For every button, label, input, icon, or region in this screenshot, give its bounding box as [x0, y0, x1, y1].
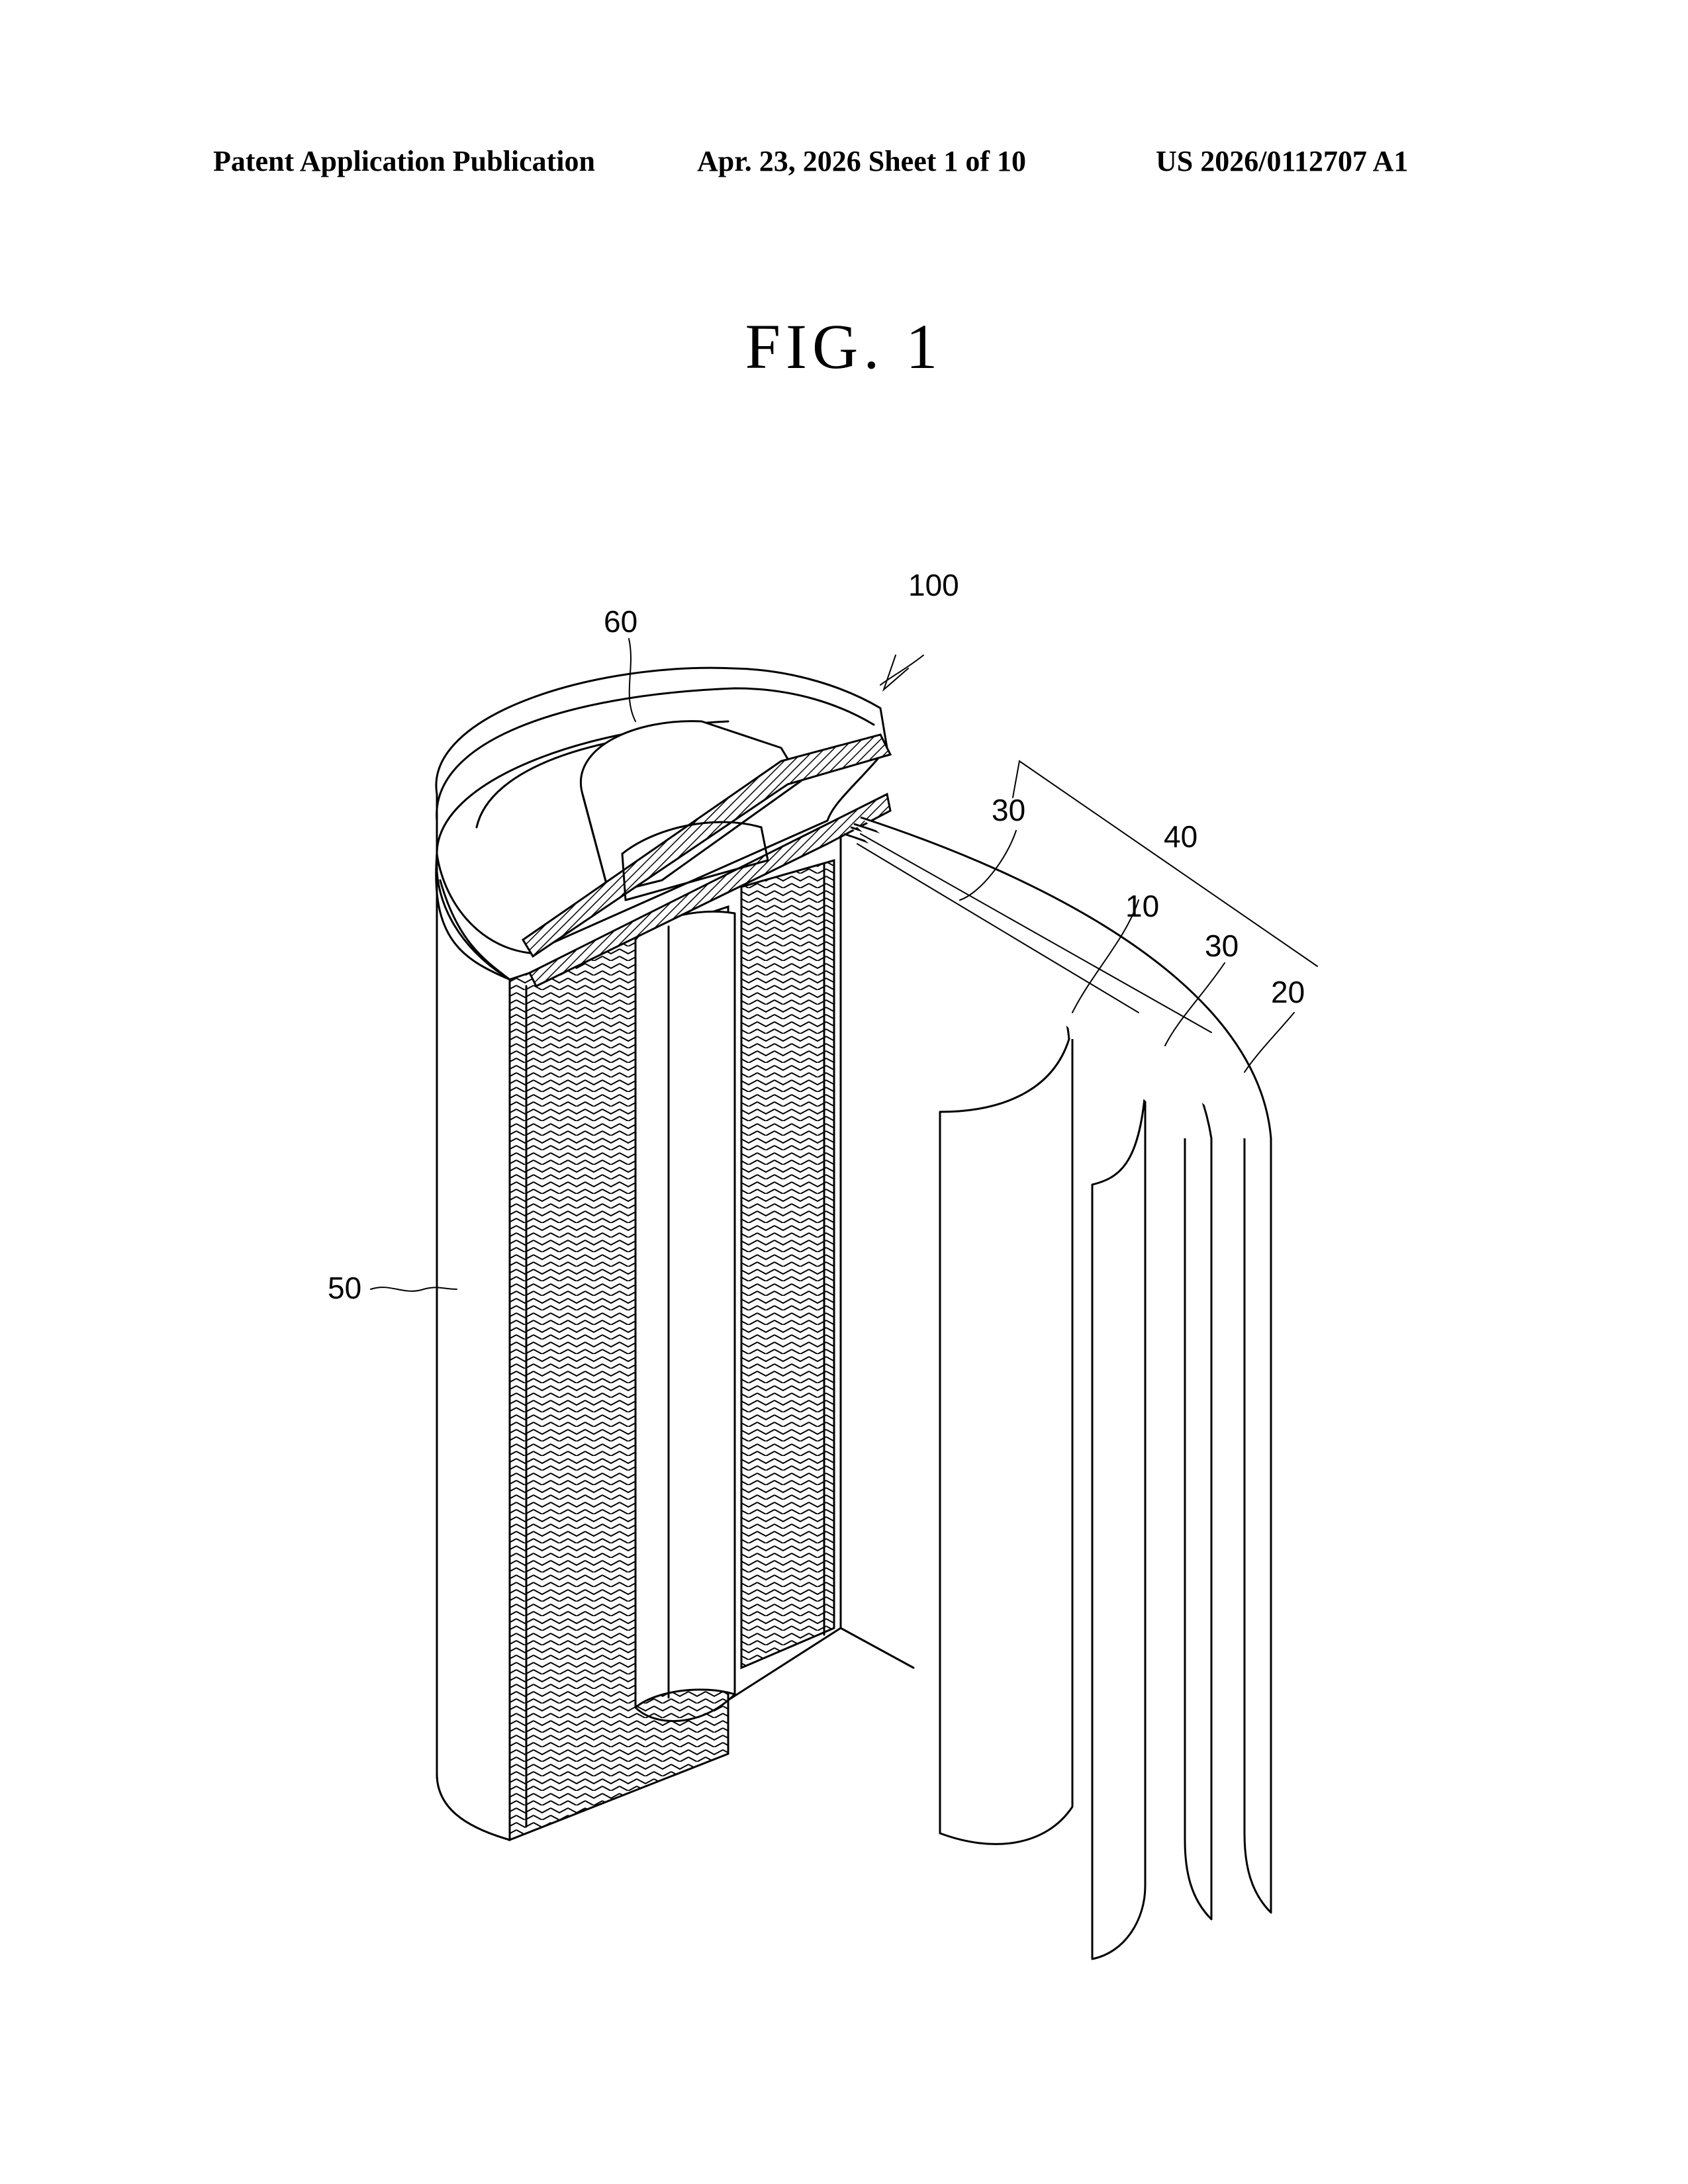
ref-50: 50	[328, 1271, 361, 1305]
ref-60: 60	[604, 604, 637, 639]
ref-20: 20	[1271, 975, 1305, 1009]
electrode-assembly	[844, 817, 1271, 1959]
ref-30-inner: 30	[992, 793, 1025, 827]
ref-10: 10	[1125, 889, 1159, 923]
case-rear-wall	[841, 827, 914, 1668]
ref-100: 100	[908, 568, 959, 602]
cross-section	[510, 860, 834, 1840]
ref-30-outer: 30	[1205, 929, 1239, 963]
ref-40: 40	[1164, 819, 1197, 854]
